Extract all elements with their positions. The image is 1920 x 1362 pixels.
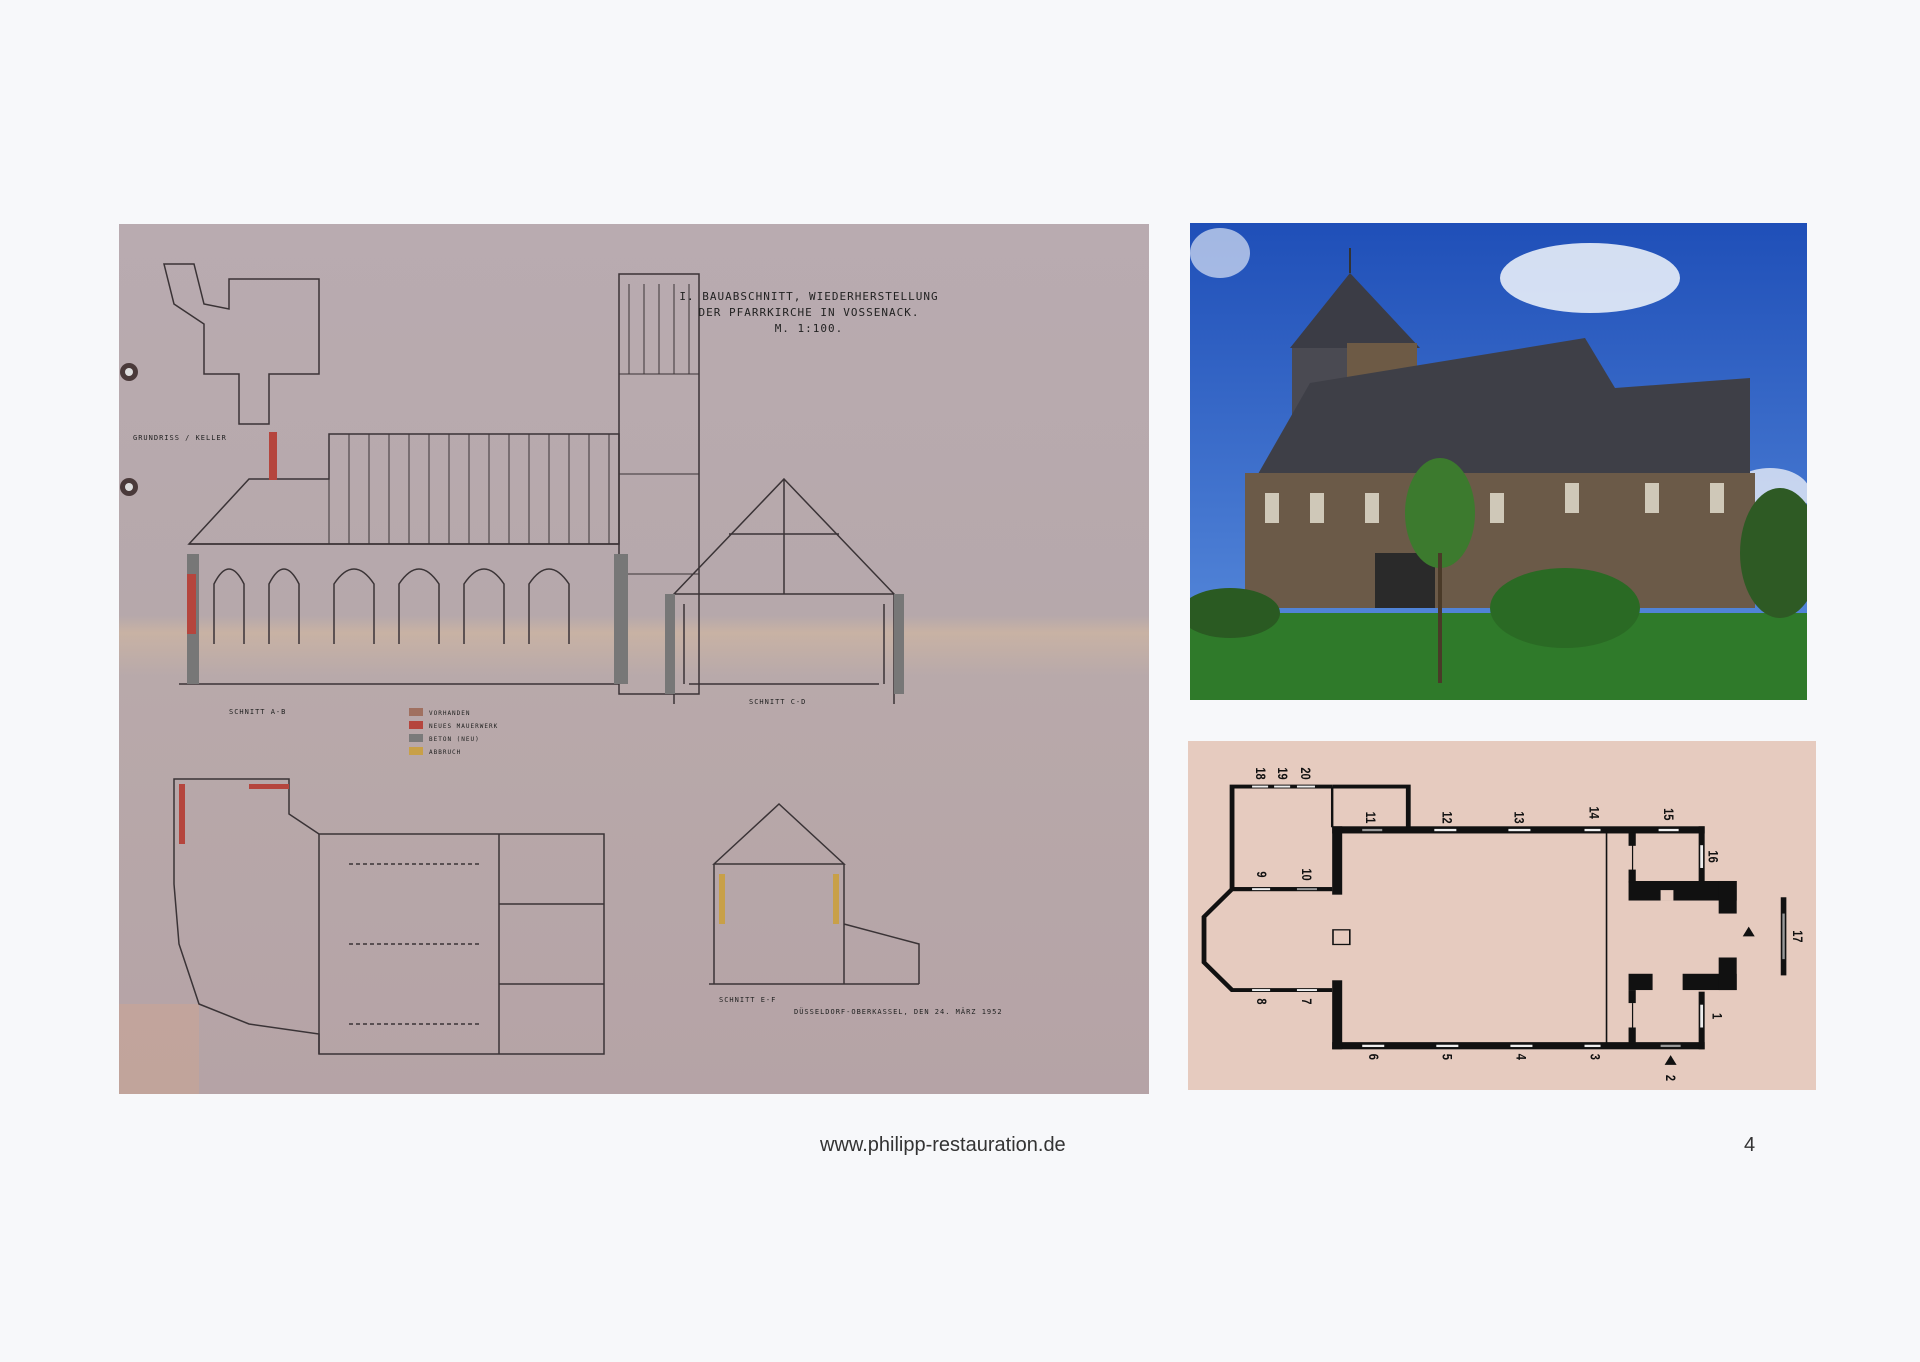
svg-text:5: 5 xyxy=(1439,1054,1454,1060)
basement-label: GRUNDRISS / KELLER xyxy=(133,434,227,442)
svg-text:19: 19 xyxy=(1275,767,1290,779)
svg-text:ABBRUCH: ABBRUCH xyxy=(429,749,461,756)
footer-website-link[interactable]: www.philipp-restauration.de xyxy=(820,1134,1066,1156)
section-ef-label: SCHNITT E-F xyxy=(719,996,776,1004)
signature-block: DÜSSELDORF-OBERKASSEL, DEN 24. MÄRZ 1952 xyxy=(794,1007,1003,1016)
svg-text:1: 1 xyxy=(1709,1013,1724,1019)
svg-text:I. BAUABSCHNITT, WIEDERHERSTEL: I. BAUABSCHNITT, WIEDERHERSTELLUNG xyxy=(679,290,938,303)
svg-text:6: 6 xyxy=(1366,1054,1381,1060)
svg-text:18: 18 xyxy=(1253,767,1268,779)
svg-text:20: 20 xyxy=(1298,767,1313,779)
drawing-legend: VORHANDEN NEUES MAUERWERK BETON (NEU) AB… xyxy=(409,708,498,756)
plan-labels: 1 2 3 4 5 6 7 8 9 10 11 12 13 14 15 16 1… xyxy=(1253,767,1805,1081)
section-ab-label: SCHNITT A-B xyxy=(229,708,286,716)
svg-text:9: 9 xyxy=(1254,871,1269,877)
svg-text:DER PFARRKIRCHE IN VOSSENACK.: DER PFARRKIRCHE IN VOSSENACK. xyxy=(698,306,919,319)
svg-text:13: 13 xyxy=(1511,811,1526,823)
svg-text:10: 10 xyxy=(1299,868,1314,880)
svg-text:NEUES MAUERWERK: NEUES MAUERWERK xyxy=(429,723,498,730)
svg-text:4: 4 xyxy=(1513,1054,1528,1060)
svg-text:3: 3 xyxy=(1587,1054,1602,1060)
page-number: 4 xyxy=(1744,1134,1756,1156)
svg-text:14: 14 xyxy=(1586,806,1601,818)
svg-text:VORHANDEN: VORHANDEN xyxy=(429,710,471,717)
svg-text:11: 11 xyxy=(1363,812,1378,824)
svg-text:12: 12 xyxy=(1439,811,1454,823)
svg-text:17: 17 xyxy=(1789,930,1804,942)
svg-text:8: 8 xyxy=(1254,998,1269,1004)
church-photo xyxy=(1190,223,1807,700)
svg-text:7: 7 xyxy=(1299,998,1314,1004)
svg-text:15: 15 xyxy=(1661,808,1676,820)
svg-text:BETON (NEU): BETON (NEU) xyxy=(429,736,480,743)
svg-text:M. 1:100.: M. 1:100. xyxy=(775,322,844,335)
section-cd-label: SCHNITT C-D xyxy=(749,698,806,706)
svg-text:16: 16 xyxy=(1705,850,1720,862)
architectural-drawing: I. BAUABSCHNITT, WIEDERHERSTELLUNG DER P… xyxy=(119,224,1149,1094)
svg-text:2: 2 xyxy=(1663,1075,1678,1081)
drawing-title: I. BAUABSCHNITT, WIEDERHERSTELLUNG DER P… xyxy=(679,290,938,335)
floor-plan: 1 2 3 4 5 6 7 8 9 10 11 12 13 14 15 16 1… xyxy=(1188,741,1816,1090)
